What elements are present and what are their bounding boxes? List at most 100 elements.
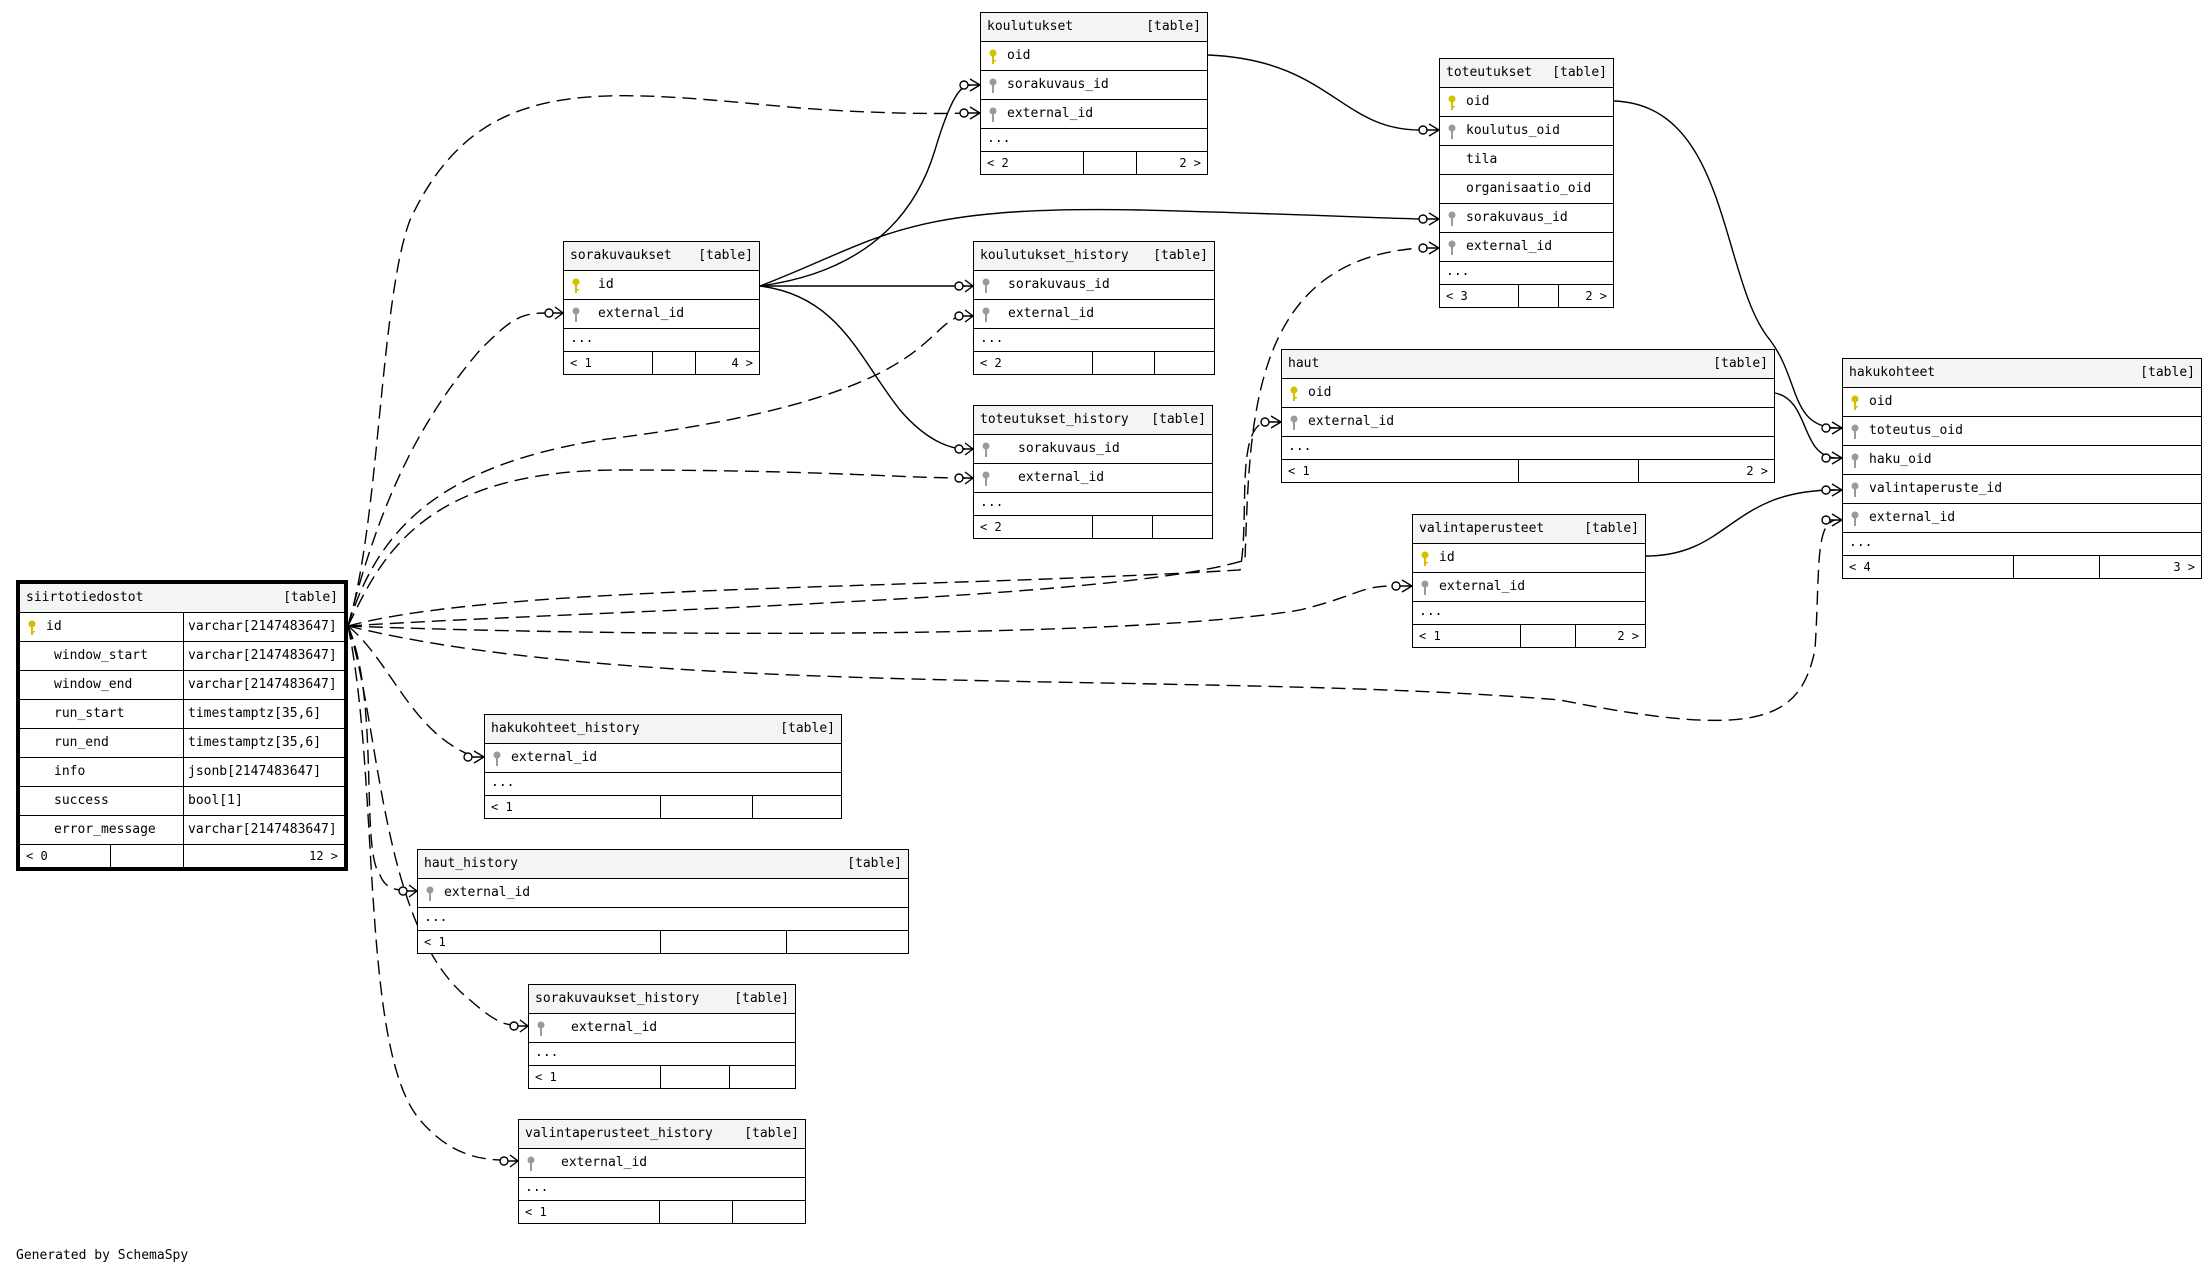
parents-count[interactable]: < 4: [1849, 560, 1871, 574]
column-row[interactable]: sorakuvaus_id: [974, 435, 1212, 464]
column-row[interactable]: id: [564, 271, 759, 300]
column-row[interactable]: external_id: [485, 744, 841, 773]
column-row[interactable]: external_id: [564, 300, 759, 329]
children-count[interactable]: 2 >: [1746, 464, 1768, 478]
column-row[interactable]: external_id: [529, 1014, 795, 1043]
column-name: window_end: [54, 677, 133, 692]
table-header: toteutukset [table]: [1440, 59, 1613, 88]
parents-count[interactable]: < 2: [980, 520, 1002, 534]
column-row[interactable]: oid: [1440, 88, 1613, 117]
edge-siirto-valintaperusteet-history: [347, 625, 506, 1161]
children-count[interactable]: 2 >: [1585, 289, 1607, 303]
table-valintaperusteet[interactable]: valintaperusteet [table] id external_id …: [1412, 514, 1646, 648]
table-koulutukset-history[interactable]: koulutukset_history [table] sorakuvaus_i…: [973, 241, 1215, 375]
column-name: tila: [1466, 152, 1498, 167]
primary-key-icon: [26, 619, 38, 635]
table-haut-history[interactable]: haut_history [table] external_id ... < 1: [417, 849, 909, 954]
parents-count[interactable]: < 1: [491, 800, 513, 814]
parents-count[interactable]: < 1: [1419, 629, 1441, 643]
children-count[interactable]: 3 >: [2173, 560, 2195, 574]
column-row[interactable]: sorakuvaus_id: [974, 271, 1214, 300]
column-row[interactable]: id varchar[2147483647]: [20, 613, 344, 642]
foreign-key-icon: [424, 885, 436, 901]
column-row[interactable]: external_id: [1413, 573, 1645, 602]
parents-count[interactable]: < 2: [987, 156, 1009, 170]
generated-by-credit: Generated by SchemaSpy: [16, 1248, 189, 1263]
children-count[interactable]: 12 >: [309, 849, 338, 863]
column-row[interactable]: sorakuvaus_id: [981, 71, 1207, 100]
table-footer: < 1 4 >: [564, 352, 759, 374]
parents-count[interactable]: < 1: [570, 356, 592, 370]
column-row[interactable]: external_id: [519, 1149, 805, 1178]
table-haut[interactable]: haut [table] oid external_id ... < 1 2 >: [1281, 349, 1775, 483]
table-header: koulutukset_history [table]: [974, 242, 1214, 271]
table-hakukohteet-history[interactable]: hakukohteet_history [table] external_id …: [484, 714, 842, 819]
column-row[interactable]: info jsonb[2147483647]: [20, 758, 344, 787]
primary-key-icon: [987, 48, 999, 64]
column-row[interactable]: sorakuvaus_id: [1440, 204, 1613, 233]
column-row[interactable]: oid: [1282, 379, 1774, 408]
column-row[interactable]: external_id: [1440, 233, 1613, 262]
more-columns: ...: [485, 773, 841, 796]
column-row[interactable]: external_id: [981, 100, 1207, 129]
edge-sorakuvaukset-toteutukset-history: [759, 285, 966, 450]
column-row[interactable]: external_id: [974, 300, 1214, 329]
parents-count[interactable]: < 1: [424, 935, 446, 949]
parents-count[interactable]: < 1: [535, 1070, 557, 1084]
table-name: valintaperusteet: [1419, 521, 1545, 536]
parents-count[interactable]: < 3: [1446, 289, 1468, 303]
column-name: error_message: [54, 822, 156, 837]
children-count[interactable]: 2 >: [1617, 629, 1639, 643]
more-columns: ...: [529, 1043, 795, 1066]
column-name: oid: [1466, 94, 1490, 109]
table-hakukohteet[interactable]: hakukohteet [table] oid toteutus_oid hak…: [1842, 358, 2202, 579]
column-row[interactable]: success bool[1]: [20, 787, 344, 816]
column-type: varchar[2147483647]: [183, 642, 337, 670]
crowfoot-marker-haut-external: [1260, 415, 1283, 429]
column-row[interactable]: window_end varchar[2147483647]: [20, 671, 344, 700]
column-row[interactable]: tila: [1440, 146, 1613, 175]
crowfoot-marker-koulutukset-external: [959, 106, 982, 120]
column-type: varchar[2147483647]: [183, 816, 337, 844]
column-row[interactable]: external_id: [1843, 504, 2201, 533]
table-toteutukset-history[interactable]: toteutukset_history [table] sorakuvaus_i…: [973, 405, 1213, 539]
column-name: external_id: [598, 306, 685, 321]
table-valintaperusteet-history[interactable]: valintaperusteet_history [table] externa…: [518, 1119, 806, 1224]
parents-count[interactable]: < 0: [26, 849, 48, 863]
edge-siirto-hakukohteet: [347, 519, 1836, 722]
column-row[interactable]: external_id: [418, 879, 908, 908]
children-count[interactable]: 4 >: [731, 356, 753, 370]
column-row[interactable]: run_end timestamptz[35,6]: [20, 729, 344, 758]
column-row[interactable]: oid: [981, 42, 1207, 71]
parents-count[interactable]: < 2: [980, 356, 1002, 370]
column-row[interactable]: haku_oid: [1843, 446, 2201, 475]
table-sorakuvaukset-history[interactable]: sorakuvaukset_history [table] external_i…: [528, 984, 796, 1089]
table-koulutukset[interactable]: koulutukset [table] oid sorakuvaus_id ex…: [980, 12, 1208, 175]
column-name: organisaatio_oid: [1466, 181, 1592, 196]
table-header: haut_history [table]: [418, 850, 908, 879]
table-siirtotiedostot[interactable]: siirtotiedostot [table] id varchar[21474…: [16, 580, 348, 871]
table-toteutukset[interactable]: toteutukset [table] oid koulutus_oid til…: [1439, 58, 1614, 308]
column-row[interactable]: run_start timestamptz[35,6]: [20, 700, 344, 729]
column-row[interactable]: valintaperuste_id: [1843, 475, 2201, 504]
column-name: window_start: [54, 648, 148, 663]
children-count[interactable]: 2 >: [1179, 156, 1201, 170]
table-sorakuvaukset[interactable]: sorakuvaukset [table] id external_id ...…: [563, 241, 760, 375]
table-footer: < 0 12 >: [20, 845, 344, 867]
column-row[interactable]: koulutus_oid: [1440, 117, 1613, 146]
column-name: external_id: [1018, 470, 1105, 485]
column-name: id: [1439, 550, 1455, 565]
column-row[interactable]: organisaatio_oid: [1440, 175, 1613, 204]
column-row[interactable]: external_id: [1282, 408, 1774, 437]
foreign-key-icon: [980, 277, 992, 293]
edge-siirto-toteutukset-history: [347, 469, 966, 627]
parents-count[interactable]: < 1: [525, 1205, 547, 1219]
column-row[interactable]: window_start varchar[2147483647]: [20, 642, 344, 671]
column-row[interactable]: id: [1413, 544, 1645, 573]
column-row[interactable]: toteutus_oid: [1843, 417, 2201, 446]
column-row[interactable]: external_id: [974, 464, 1212, 493]
column-row[interactable]: oid: [1843, 388, 2201, 417]
parents-count[interactable]: < 1: [1288, 464, 1310, 478]
foreign-key-icon: [1446, 123, 1458, 139]
column-row[interactable]: error_message varchar[2147483647]: [20, 816, 344, 845]
